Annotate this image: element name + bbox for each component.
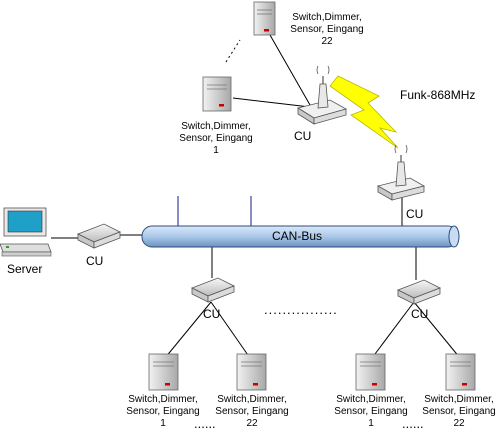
cu-label-top: CU [294, 129, 311, 143]
device-label-br22-l2: Sensor, Eingang [422, 406, 495, 417]
cu-label-server: CU [86, 254, 103, 268]
tower-top-22 [253, 1, 276, 36]
device-label-bl1-l2: Sensor, Eingang [126, 406, 199, 417]
antenna-cu-top [296, 65, 348, 125]
device-label-bl1-l1: Switch,Dimmer, [128, 394, 197, 405]
device-label-bl22-l1: Switch,Dimmer, [217, 394, 286, 405]
lightning-icon [329, 75, 399, 149]
device-label-top-1-l1: Switch,Dimmer, [181, 121, 250, 132]
device-label-top-1-l2: Sensor, Eingang [179, 133, 252, 144]
device-label-top-1-index: 1 [213, 145, 219, 156]
tower-bottom-1-right [355, 353, 386, 391]
tower-top-1 [202, 76, 232, 112]
cu-label-bottom-right: CU [411, 307, 428, 321]
ellipsis-middle: ................ [264, 302, 338, 317]
tower-bottom-22-right [445, 353, 476, 391]
cu-label-bottom-left: CU [203, 307, 220, 321]
server-computer [0, 207, 52, 257]
tower-bottom-22-left [236, 353, 267, 391]
wireless-label: Funk-868MHz [400, 88, 475, 102]
device-label-br1-l1: Switch,Dimmer, [336, 394, 405, 405]
antenna-cu-right [376, 144, 426, 201]
device-label-br22-index: 22 [453, 418, 465, 429]
cu-bottom-left [191, 277, 235, 303]
device-label-bl1-index: 1 [160, 418, 166, 429]
ellipsis-bottom-left: ...... [194, 416, 216, 431]
connection-lines [51, 34, 461, 359]
device-label-br1-index: 1 [368, 418, 374, 429]
server-label: Server [7, 262, 42, 276]
tower-bottom-1-left [148, 353, 179, 391]
cu-bottom-right [397, 279, 441, 305]
cu-server [77, 223, 121, 249]
can-bus-end [448, 225, 460, 248]
ellipsis-bottom-right: ...... [402, 416, 424, 431]
device-label-top-22-l2: Sensor, Eingang [290, 24, 363, 35]
device-label-br1-l2: Sensor, Eingang [334, 406, 407, 417]
device-label-top-22-index: 22 [321, 36, 333, 47]
wireless-link: Funk-868MHz [329, 75, 475, 149]
can-bus: CAN-Bus [141, 225, 460, 248]
device-label-bl22-index: 22 [246, 418, 258, 429]
device-label-bl22-l2: Sensor, Eingang [215, 406, 288, 417]
device-label-br22-l1: Switch,Dimmer, [424, 394, 493, 405]
device-label-top-22-l1: Switch,Dimmer, [292, 12, 361, 23]
can-bus-label: CAN-Bus [272, 229, 322, 243]
cu-label-right: CU [406, 207, 423, 221]
